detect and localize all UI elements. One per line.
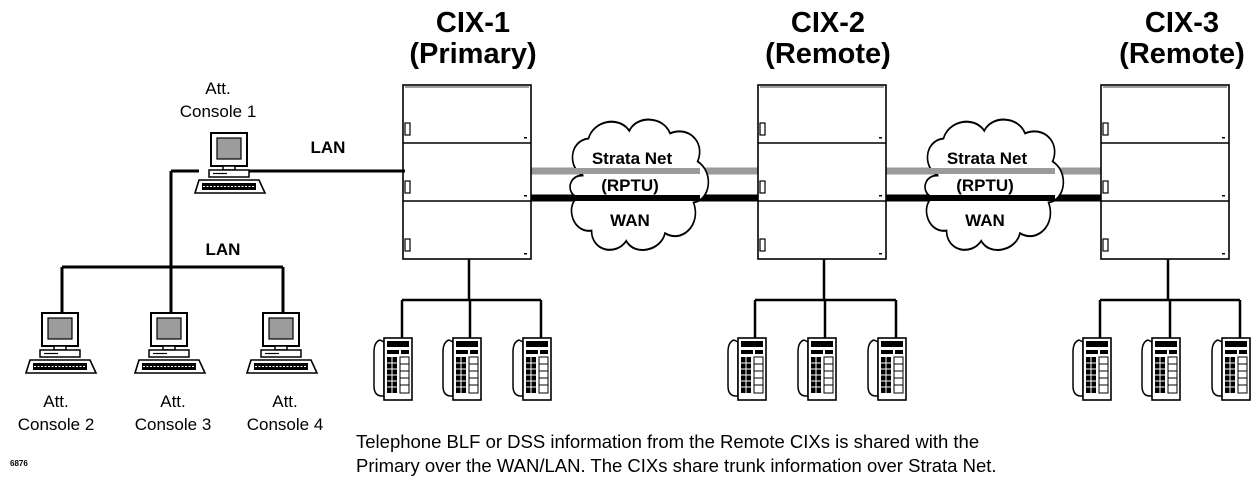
console2-label-line2: Console 2: [18, 415, 95, 434]
phone-wiring: [400, 259, 1242, 342]
cix3-role: (Remote): [1119, 38, 1245, 70]
console3-label-line1: Att.: [160, 392, 186, 411]
cix1-title: CIX-1: [436, 7, 510, 39]
computer-icon: [134, 312, 206, 374]
console4-label-line2: Console 4: [247, 415, 324, 434]
cloud2-line3: WAN: [965, 211, 1005, 230]
telephone-icon: [797, 337, 837, 401]
console1-label-line2: Console 1: [180, 102, 257, 121]
lan-label-lower: LAN: [206, 240, 241, 259]
telephone-icon: [442, 337, 482, 401]
caption-line1: Telephone BLF or DSS information from th…: [356, 431, 979, 452]
telephone-icon: [1072, 337, 1112, 401]
cloud2-line1: Strata Net: [947, 149, 1028, 168]
cix3-cabinet: [1100, 84, 1230, 260]
cix2-cabinet: [757, 84, 887, 260]
telephone-icon: [1141, 337, 1181, 401]
cix2-title: CIX-2: [791, 7, 865, 39]
console3-label-line2: Console 3: [135, 415, 212, 434]
figure-id: 6876: [10, 459, 28, 468]
cloud2-line2: (RPTU): [956, 176, 1014, 195]
cix3-title: CIX-3: [1145, 7, 1219, 39]
telephone-icon: [373, 337, 413, 401]
cix2-role: (Remote): [765, 38, 891, 70]
computer-icon: [246, 312, 318, 374]
caption-line2: Primary over the WAN/LAN. The CIXs share…: [356, 455, 997, 476]
telephone-icon: [867, 337, 907, 401]
computer-icon: [25, 312, 97, 374]
cloud1-line1: Strata Net: [592, 149, 673, 168]
telephone-icon: [1211, 337, 1251, 401]
console1-label-line1: Att.: [205, 79, 231, 98]
cix1-role: (Primary): [409, 38, 536, 70]
cloud1-line2: (RPTU): [601, 176, 659, 195]
telephone-icon: [727, 337, 767, 401]
computer-icon: [194, 132, 266, 194]
cix1-cabinet: [402, 84, 532, 260]
console4-label-line1: Att.: [272, 392, 298, 411]
console2-label-line1: Att.: [43, 392, 69, 411]
telephone-icon: [512, 337, 552, 401]
lan-wiring: [60, 169, 405, 316]
lan-label-upper: LAN: [311, 138, 346, 157]
cloud1-line3: WAN: [610, 211, 650, 230]
